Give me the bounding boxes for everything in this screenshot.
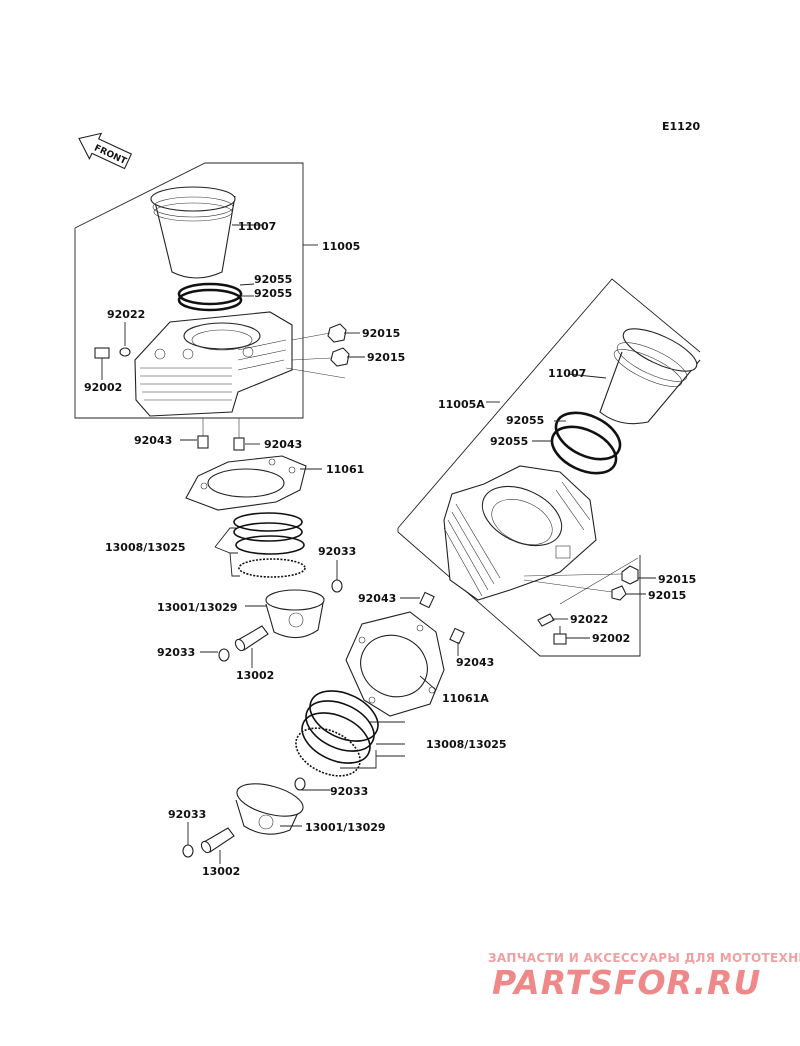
label-92055: 92055 <box>506 414 544 427</box>
label-92015: 92015 <box>367 351 405 364</box>
front-arrow-icon: FRONT <box>78 132 133 170</box>
piston <box>265 589 325 639</box>
o-ring <box>554 411 622 461</box>
label-92033: 92033 <box>168 808 206 821</box>
dowel-pin <box>449 627 465 645</box>
label-92015: 92015 <box>362 327 400 340</box>
label-11005: 11005 <box>322 240 360 253</box>
label-11061A: 11061A <box>442 692 489 705</box>
dowel-pin <box>233 437 245 451</box>
label-92043: 92043 <box>456 656 494 669</box>
circlip <box>218 648 230 662</box>
label-13008-13025: 13008/13025 <box>105 541 186 554</box>
label-92002: 92002 <box>84 381 122 394</box>
cylinder-block <box>443 465 597 601</box>
diagram-code: E1120 <box>662 120 700 133</box>
label-92015: 92015 <box>648 589 686 602</box>
label-13001-13029: 13001/13029 <box>157 601 238 614</box>
bolt <box>94 347 110 374</box>
cap-nut <box>327 323 347 343</box>
circlip <box>182 844 194 858</box>
dowel-pin <box>197 435 209 449</box>
label-92033: 92033 <box>330 785 368 798</box>
label-11061: 11061 <box>326 463 364 476</box>
washer <box>119 347 131 357</box>
base-gasket <box>185 455 307 511</box>
piston-pin <box>234 625 269 652</box>
piston-rings <box>233 512 306 578</box>
label-13001-13029: 13001/13029 <box>305 821 386 834</box>
circlip <box>331 579 343 593</box>
label-92043: 92043 <box>264 438 302 451</box>
label-11007: 11007 <box>238 220 276 233</box>
label-92033: 92033 <box>318 545 356 558</box>
dowel-pin <box>419 591 435 609</box>
watermark-brand: PARTSFOR.RU <box>492 963 761 1002</box>
piston-pin <box>200 827 235 854</box>
label-92033: 92033 <box>157 646 195 659</box>
cap-nut <box>611 585 627 601</box>
watermark-subtitle: ЗАПЧАСТИ И АКСЕССУАРЫ ДЛЯ МОТОТЕХНИКИ <box>488 951 800 965</box>
label-92002: 92002 <box>592 632 630 645</box>
label-92022: 92022 <box>570 613 608 626</box>
label-11005A: 11005A <box>438 398 485 411</box>
bolt <box>553 626 567 645</box>
label-92043: 92043 <box>358 592 396 605</box>
cap-nut <box>621 565 639 585</box>
cylinder-sleeve <box>599 328 701 425</box>
piston-rings <box>295 690 379 777</box>
label-92055: 92055 <box>254 273 292 286</box>
label-92055: 92055 <box>490 435 528 448</box>
assembly-front-cylinder <box>74 162 365 668</box>
label-92022: 92022 <box>107 308 145 321</box>
label-11007: 11007 <box>548 367 586 380</box>
label-92043: 92043 <box>134 434 172 447</box>
label-92055: 92055 <box>254 287 292 300</box>
cylinder-block <box>134 311 293 417</box>
o-ring <box>177 288 243 312</box>
label-13002: 13002 <box>202 865 240 878</box>
circlip <box>294 777 306 791</box>
washer <box>537 613 555 627</box>
assembly-rear-cylinder <box>182 278 701 864</box>
cylinder-sleeve <box>150 186 236 279</box>
cap-nut <box>330 347 350 367</box>
label-13008-13025: 13008/13025 <box>426 738 507 751</box>
base-gasket <box>345 611 445 717</box>
o-ring <box>177 282 243 306</box>
label-13002: 13002 <box>236 669 274 682</box>
label-92015: 92015 <box>658 573 696 586</box>
o-ring <box>550 425 618 475</box>
